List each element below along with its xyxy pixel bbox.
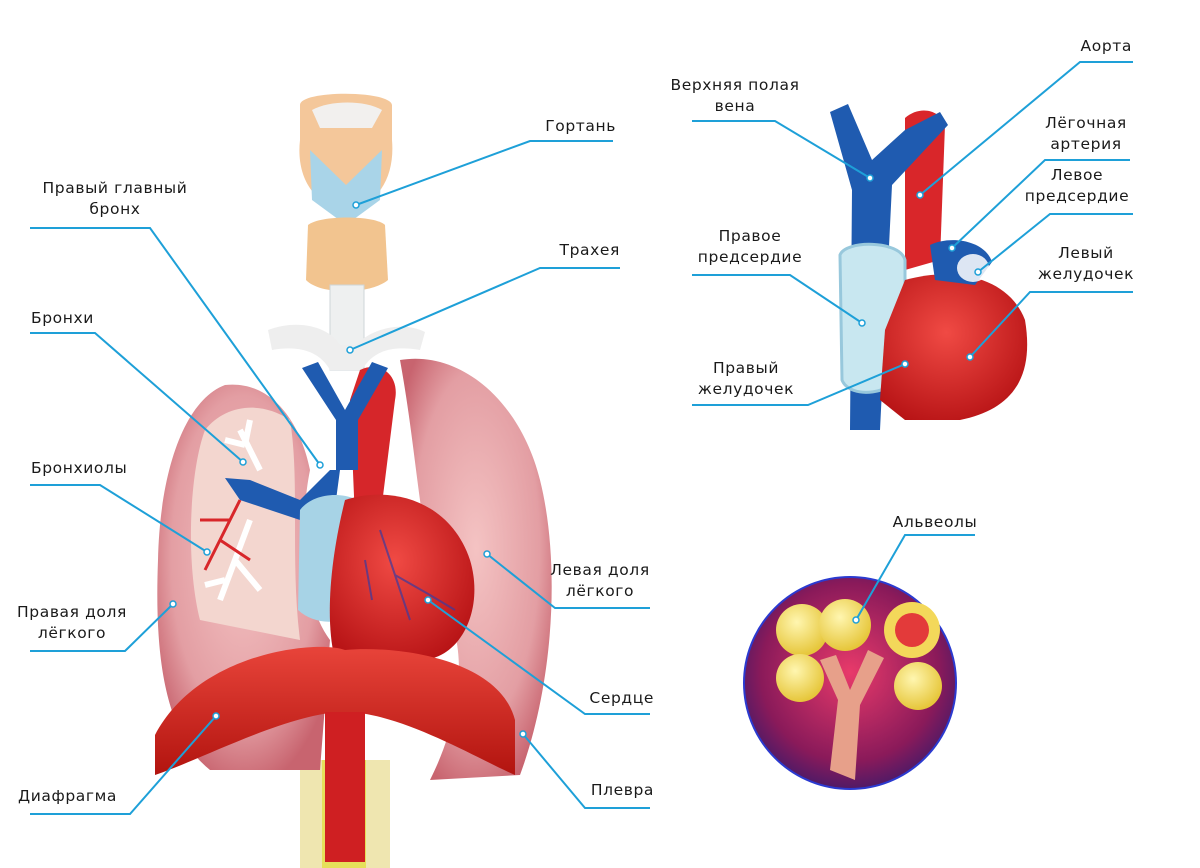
diaphragm <box>155 646 515 775</box>
label-line: Правый главный <box>42 179 188 197</box>
bronchiole-tree <box>204 419 263 602</box>
label-line: Правая доля <box>17 603 127 621</box>
label-line: желудочек <box>1037 265 1135 283</box>
alveolus-sac <box>776 604 828 656</box>
descending-aorta <box>325 712 365 862</box>
label-left-lung-lobe: Левая доля лёгкого <box>538 560 662 602</box>
label-alveoli: Альвеолы <box>892 513 978 531</box>
label-line: вена <box>714 97 756 115</box>
leader-lines <box>30 61 1133 815</box>
alveolus-sac <box>819 599 871 651</box>
label-bronchi: Бронхи <box>31 309 94 327</box>
small-vessels <box>200 499 251 571</box>
label-line: лёгкого <box>565 582 635 600</box>
label-line: Лёгочная <box>1045 114 1127 132</box>
label-line: предсердие <box>1024 187 1130 205</box>
label-right-main-bronchus: Правый главный бронх <box>20 178 210 220</box>
heart <box>329 494 475 660</box>
heart-detail <box>830 104 1028 430</box>
coronary-vessels <box>364 529 456 621</box>
cricoid-cartilage <box>306 217 388 292</box>
label-right-ventricle: Правый желудочек <box>690 358 802 400</box>
pulmonary-vessels <box>302 362 388 470</box>
label-pulmonary-artery: Лёгочная артерия <box>1030 113 1142 155</box>
label-line: Верхняя полая <box>670 76 800 94</box>
clavicle-cartilage <box>268 324 425 370</box>
label-left-atrium: Левое предсердие <box>1012 165 1142 207</box>
label-diaphragm: Диафрагма <box>18 787 118 805</box>
lungs-model <box>155 93 552 868</box>
label-line: бронх <box>89 200 141 218</box>
label-line: желудочек <box>697 380 795 398</box>
label-line: Левая доля <box>550 561 650 579</box>
alveolus-cut-inner <box>895 613 929 647</box>
label-left-ventricle: Левый желудочек <box>1030 243 1142 285</box>
ventricles <box>880 274 1028 420</box>
label-larynx: Гортань <box>545 117 616 135</box>
label-trachea: Трахея <box>559 241 620 259</box>
label-line: Правое <box>718 227 782 245</box>
label-line: Правый <box>712 359 780 377</box>
leader-dots <box>169 174 982 738</box>
epiglottis <box>312 102 382 128</box>
label-line: артерия <box>1050 135 1122 153</box>
label-aorta: Аорта <box>1080 37 1132 55</box>
label-line: лёгкого <box>37 624 107 642</box>
alveoli-inset <box>743 576 957 790</box>
alveolus-sac <box>776 654 824 702</box>
left-lung <box>400 358 552 780</box>
alveolus-sac <box>894 662 942 710</box>
thyroid-cartilage <box>310 150 382 225</box>
bronchiole-stem <box>820 650 884 780</box>
label-right-lung-lobe: Правая доля лёгкого <box>10 602 134 644</box>
label-pleura: Плевра <box>590 781 654 799</box>
left-atrium-opening <box>957 254 989 282</box>
label-right-atrium: Правое предсердие <box>690 226 810 268</box>
label-line: Левое <box>1050 166 1104 184</box>
label-bronchioles: Бронхиолы <box>31 459 128 477</box>
label-heart: Сердце <box>589 689 654 707</box>
label-superior-vena-cava: Верхняя полая вена <box>660 75 810 117</box>
label-line: Левый <box>1058 244 1114 262</box>
label-line: предсердие <box>697 248 803 266</box>
